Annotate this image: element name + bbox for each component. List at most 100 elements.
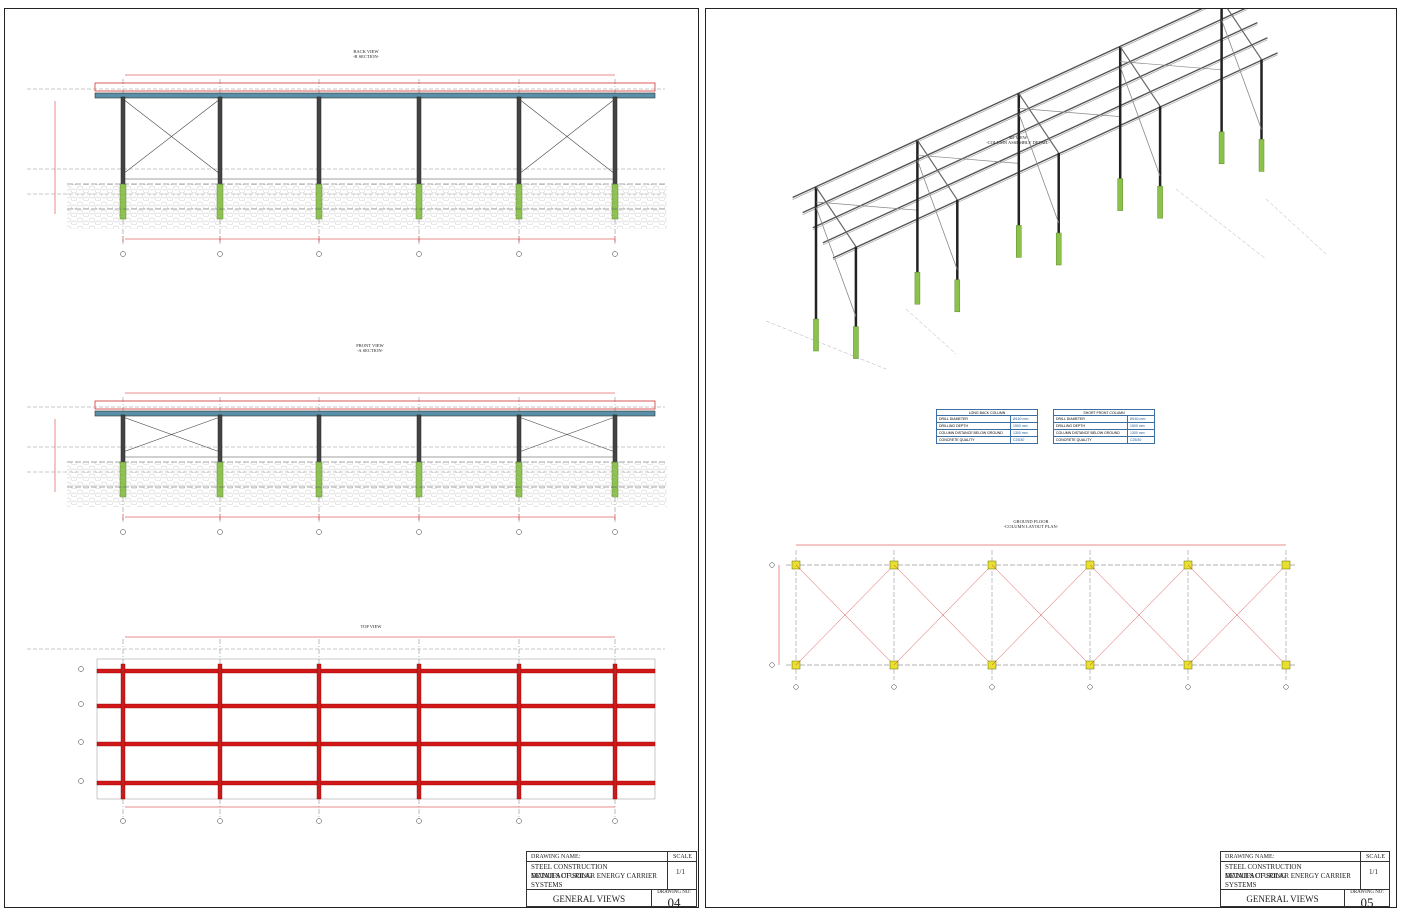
axis-bubble xyxy=(769,662,775,668)
axis-bubble xyxy=(217,251,223,257)
purlin-edge xyxy=(812,24,1258,231)
diagonal-brace xyxy=(122,98,221,175)
plan-outline xyxy=(96,658,656,800)
cross-brace-3d xyxy=(1120,61,1222,71)
axis-bubble xyxy=(217,818,223,824)
axis-bubble xyxy=(612,251,618,257)
footing-plan xyxy=(1281,660,1291,670)
purlin-edge xyxy=(802,9,1248,215)
axis-bubble xyxy=(316,529,322,535)
diagonal-brace xyxy=(518,98,616,175)
ground-fill xyxy=(67,184,667,229)
drawing-name-line1: STEEL CONSTRUCTION MANUFACTURING xyxy=(531,863,608,880)
ground-view-title: GROUND FLOOR xyxy=(1013,519,1048,524)
purlin-3d xyxy=(802,9,1246,214)
purlin-3d xyxy=(832,52,1278,259)
purlin xyxy=(96,741,656,747)
left-view-titles: BACK VIEW -B SECTION- FRONT VIEW -A SECT… xyxy=(353,49,385,629)
drawing-name-label: DRAWING NAME: xyxy=(531,854,581,860)
axis-bubble xyxy=(516,529,522,535)
diagonal-plan xyxy=(795,564,895,666)
rafter-3d xyxy=(815,186,857,247)
drawing-name-cell: DRAWING NAME: STEEL CONSTRUCTION MANUFAC… xyxy=(1221,852,1361,890)
back-view-subtitle: -B SECTION- xyxy=(353,54,380,59)
general-views-label: GENERAL VIEWS xyxy=(552,894,626,904)
drawing-name-cell: DRAWING NAME: STEEL CONSTRUCTION MANUFAC… xyxy=(527,852,668,890)
axis-bubble xyxy=(78,778,84,784)
drawing-name-label: DRAWING NAME: xyxy=(1225,854,1275,860)
axis-bubble xyxy=(416,529,422,535)
rafter-3d xyxy=(1018,93,1060,154)
general-views-cell: GENERAL VIEWS xyxy=(527,890,652,907)
scale-cell: SCALE 1/1 xyxy=(668,852,696,890)
title-block-04: DRAWING NAME: STEEL CONSTRUCTION MANUFAC… xyxy=(526,851,697,910)
drawing-no-label: DRAWING NO: xyxy=(657,890,691,895)
axis-bubble xyxy=(120,818,126,824)
axis-bubble xyxy=(1087,684,1093,690)
purlin-edge xyxy=(822,39,1268,246)
axis-bubble xyxy=(891,684,897,690)
purlin-3d xyxy=(792,9,1203,199)
top-view-title: TOP VIEW xyxy=(360,624,382,629)
column-footing-3d xyxy=(1117,178,1123,211)
cross-brace-3d xyxy=(815,201,918,211)
diagonal-plan xyxy=(991,564,1091,666)
rafter-3d xyxy=(916,139,958,201)
brace-3d xyxy=(917,160,958,270)
axis-bubble xyxy=(78,701,84,707)
drawing-sheet-04: BACK VIEW -B SECTION- FRONT VIEW -A SECT… xyxy=(4,8,699,910)
right-sheet-drawing xyxy=(765,9,1327,690)
axis-bubble xyxy=(416,818,422,824)
axis-bubble xyxy=(316,251,322,257)
ground-view-subtitle: -COLUMN LAYOUT PLAN- xyxy=(1004,524,1059,529)
rafter-3d xyxy=(1119,46,1161,107)
column-footing-3d xyxy=(853,326,859,359)
diagonal-brace xyxy=(122,416,221,453)
left-sheet-drawing xyxy=(27,74,667,824)
axis-bubble xyxy=(316,818,322,824)
drawing-sheet-05: 3D VIEW -COLUMN ASSEMBLY DETAIL- GROUND … xyxy=(705,8,1397,910)
top-rail xyxy=(94,82,656,92)
scale-value: 1/1 xyxy=(1369,868,1378,876)
brace-3d xyxy=(1018,113,1060,224)
axis-bubble xyxy=(793,684,799,690)
drawing-name-line2: DETAILS OF SOLAR ENERGY CARRIER SYSTEMS xyxy=(531,872,657,889)
purlin xyxy=(96,703,656,709)
purlin-edge xyxy=(832,54,1278,261)
column-footing-3d xyxy=(914,271,921,305)
rafter-3d xyxy=(1227,9,1262,60)
purlin xyxy=(96,668,656,674)
footing-plan xyxy=(1281,560,1291,570)
column-footing-3d xyxy=(1157,185,1163,219)
drawing-no-cell: DRAWING NO: 05 xyxy=(1345,890,1389,910)
drawing-name-line1: STEEL CONSTRUCTION MANUFACTURING xyxy=(1225,863,1302,880)
drawing-no: 04 xyxy=(667,895,681,910)
column-footing-3d xyxy=(1218,131,1225,165)
drawing-no-label: DRAWING NO: xyxy=(1350,890,1384,895)
axis-bubble xyxy=(1185,684,1191,690)
cross-brace-3d xyxy=(1018,108,1121,117)
general-views-label: GENERAL VIEWS xyxy=(1246,894,1319,904)
axis-bubble xyxy=(120,529,126,535)
right-view-titles: 3D VIEW -COLUMN ASSEMBLY DETAIL- GROUND … xyxy=(986,135,1059,529)
panel-edge xyxy=(94,92,656,99)
axis-line-3d xyxy=(1175,188,1267,260)
scale-label: SCALE xyxy=(1366,854,1386,860)
drawing-no: 05 xyxy=(1360,895,1374,910)
axis-bubble xyxy=(769,562,775,568)
diagonal-brace xyxy=(518,416,616,453)
axis-bubble xyxy=(516,251,522,257)
front-view-subtitle: -A SECTION- xyxy=(357,348,384,353)
column-footing-3d xyxy=(1258,139,1265,172)
drawing-name-line2: DETAILS OF SOLAR ENERGY CARRIER SYSTEMS xyxy=(1225,872,1351,889)
drawing-no-cell: DRAWING NO: 04 xyxy=(652,890,696,910)
brace-3d xyxy=(1119,66,1161,177)
ground-fill xyxy=(67,462,667,507)
